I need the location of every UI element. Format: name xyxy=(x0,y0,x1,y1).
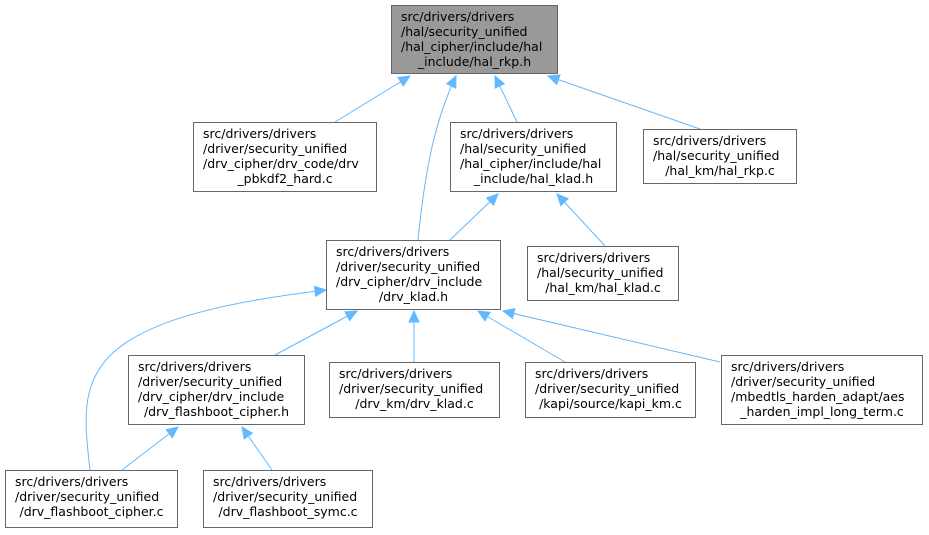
node-label-line: src/drivers/drivers xyxy=(203,126,317,141)
node-label-line: /driver/security_unified xyxy=(731,374,876,389)
graph-node-aes-harden-impl-long-term-c[interactable]: src/drivers/drivers/driver/security_unif… xyxy=(721,355,923,425)
arrowhead-icon xyxy=(344,310,359,322)
graph-node-drv-klad-c[interactable]: src/drivers/drivers/driver/security_unif… xyxy=(329,362,500,418)
node-label-line: src/drivers/drivers xyxy=(535,366,649,381)
arrowhead-icon xyxy=(556,193,570,207)
graph-edge-drv-klad-h-to-hal-rkp-h xyxy=(417,74,457,241)
node-label-line: /drv_cipher/drv_code/drv xyxy=(203,156,359,171)
edge-line xyxy=(556,193,606,247)
node-label-line: /driver/security_unified xyxy=(339,381,484,396)
edge-line xyxy=(121,426,179,471)
node-label-line: /kapi/source/kapi_km.c xyxy=(539,396,682,411)
graph-node-hal-rkp-h[interactable]: src/drivers/drivers/hal/security_unified… xyxy=(391,5,558,74)
node-label-line: src/drivers/drivers xyxy=(460,126,574,141)
node-label-line: /driver/security_unified xyxy=(15,489,160,504)
edge-line xyxy=(477,310,566,363)
node-label-line: /drv_flashboot_cipher.c xyxy=(19,504,164,519)
arrowhead-icon xyxy=(241,426,254,440)
graph-edge-kapi-km-c-to-drv-klad-h xyxy=(476,310,566,363)
node-label-line: /driver/security_unified xyxy=(203,141,348,156)
node-label-line: /hal_cipher/include/hal xyxy=(401,39,543,54)
arrowhead-icon xyxy=(313,285,328,298)
arrowhead-icon xyxy=(485,193,499,207)
node-label-line: /drv_cipher/drv_include xyxy=(138,389,285,404)
arrowhead-icon xyxy=(408,309,420,323)
node-label-line: /hal/security_unified xyxy=(460,141,587,156)
arrowhead-icon xyxy=(494,74,506,89)
arrowhead-icon xyxy=(476,310,491,322)
arrowhead-icon xyxy=(445,74,457,89)
node-label-line: /hal/security_unified xyxy=(537,265,664,280)
node-label-line: /hal_cipher/include/hal xyxy=(460,156,602,171)
node-label-line: src/drivers/drivers xyxy=(731,359,845,374)
graph-edge-drv-pbkdf2-hard-c-to-hal-rkp-h xyxy=(334,75,412,123)
arrowhead-icon xyxy=(397,75,412,87)
node-label-line: src/drivers/drivers xyxy=(537,250,651,265)
graph-edge-drv-klad-h-to-hal-klad-h xyxy=(449,193,499,241)
node-label-line: src/drivers/drivers xyxy=(336,244,450,259)
node-label-line: /driver/security_unified xyxy=(138,374,283,389)
node-label-line: /driver/security_unified xyxy=(535,381,680,396)
node-label-line: /mbedtls_harden_adapt/aes xyxy=(731,389,905,404)
node-label-line: /drv_flashboot_cipher.h xyxy=(143,404,290,419)
node-label-line: /drv_klad.h xyxy=(378,289,449,304)
arrowhead-icon xyxy=(501,308,516,320)
graph-edge-drv-flashboot-cipher-c-to-drv-flashboot-cipher-h xyxy=(121,426,179,471)
node-label-line: /hal/security_unified xyxy=(401,24,528,39)
edge-line xyxy=(85,289,327,471)
edge-line xyxy=(334,75,411,123)
node-label-line: /drv_flashboot_symc.c xyxy=(218,504,358,519)
graph-node-drv-pbkdf2-hard-c[interactable]: src/drivers/drivers/driver/security_unif… xyxy=(193,122,377,192)
edge-line xyxy=(417,75,457,241)
graph-node-kapi-km-c[interactable]: src/drivers/drivers/driver/security_unif… xyxy=(525,362,696,418)
node-label-line: src/drivers/drivers xyxy=(138,359,252,374)
node-label-line: /driver/security_unified xyxy=(336,259,481,274)
graph-edge-hal-klad-h-to-hal-rkp-h xyxy=(494,74,518,123)
node-label-line: _pbkdf2_hard.c xyxy=(237,171,333,186)
graph-node-drv-klad-h[interactable]: src/drivers/drivers/driver/security_unif… xyxy=(326,240,501,310)
graph-edge-hal-rkp-c-to-hal-rkp-h xyxy=(546,74,701,130)
graph-edge-drv-klad-c-to-drv-klad-h xyxy=(408,309,420,362)
node-label-line: _harden_impl_long_term.c xyxy=(740,404,904,419)
node-label-line: src/drivers/drivers xyxy=(339,366,453,381)
edge-line xyxy=(274,310,358,356)
edge-line xyxy=(502,310,721,363)
arrowhead-icon xyxy=(165,426,179,439)
arrowhead-icon xyxy=(546,74,561,86)
graph-node-drv-flashboot-cipher-c[interactable]: src/drivers/drivers/driver/security_unif… xyxy=(5,470,178,528)
graph-node-hal-klad-c[interactable]: src/drivers/drivers/hal/security_unified… xyxy=(527,246,679,301)
graph-edge-drv-flashboot-cipher-c-to-drv-klad-h xyxy=(85,285,328,471)
node-label-line: /driver/security_unified xyxy=(213,489,358,504)
node-label-line: _include/hal_rkp.h xyxy=(417,54,532,69)
node-label-line: src/drivers/drivers xyxy=(15,474,129,489)
graph-node-hal-klad-h[interactable]: src/drivers/drivers/hal/security_unified… xyxy=(450,122,617,192)
graph-node-hal-rkp-c[interactable]: src/drivers/drivers/hal/security_unified… xyxy=(643,129,797,184)
graph-edge-hal-klad-c-to-hal-klad-h xyxy=(556,193,606,247)
node-label-line: src/drivers/drivers xyxy=(401,9,515,24)
node-label-line: /hal_km/hal_klad.c xyxy=(545,280,661,295)
graph-node-drv-flashboot-symc-c[interactable]: src/drivers/drivers/driver/security_unif… xyxy=(203,470,373,528)
node-label-line: src/drivers/drivers xyxy=(213,474,327,489)
graph-edge-drv-flashboot-symc-c-to-drv-flashboot-cipher-h xyxy=(241,426,273,471)
node-label-line: src/drivers/drivers xyxy=(653,133,767,148)
edge-line xyxy=(547,75,701,130)
graph-node-drv-flashboot-cipher-h[interactable]: src/drivers/drivers/driver/security_unif… xyxy=(128,355,305,425)
graph-edge-drv-flashboot-cipher-h-to-drv-klad-h xyxy=(274,310,359,356)
node-label-line: /hal_km/hal_rkp.c xyxy=(665,163,775,178)
graph-edge-aes-harden-impl-long-term-c-to-drv-klad-h xyxy=(501,308,721,363)
node-label-line: _include/hal_klad.h xyxy=(473,171,594,186)
node-label-line: /drv_km/drv_klad.c xyxy=(355,396,474,411)
node-label-line: /drv_cipher/drv_include xyxy=(336,274,483,289)
node-label-line: /hal/security_unified xyxy=(653,148,780,163)
